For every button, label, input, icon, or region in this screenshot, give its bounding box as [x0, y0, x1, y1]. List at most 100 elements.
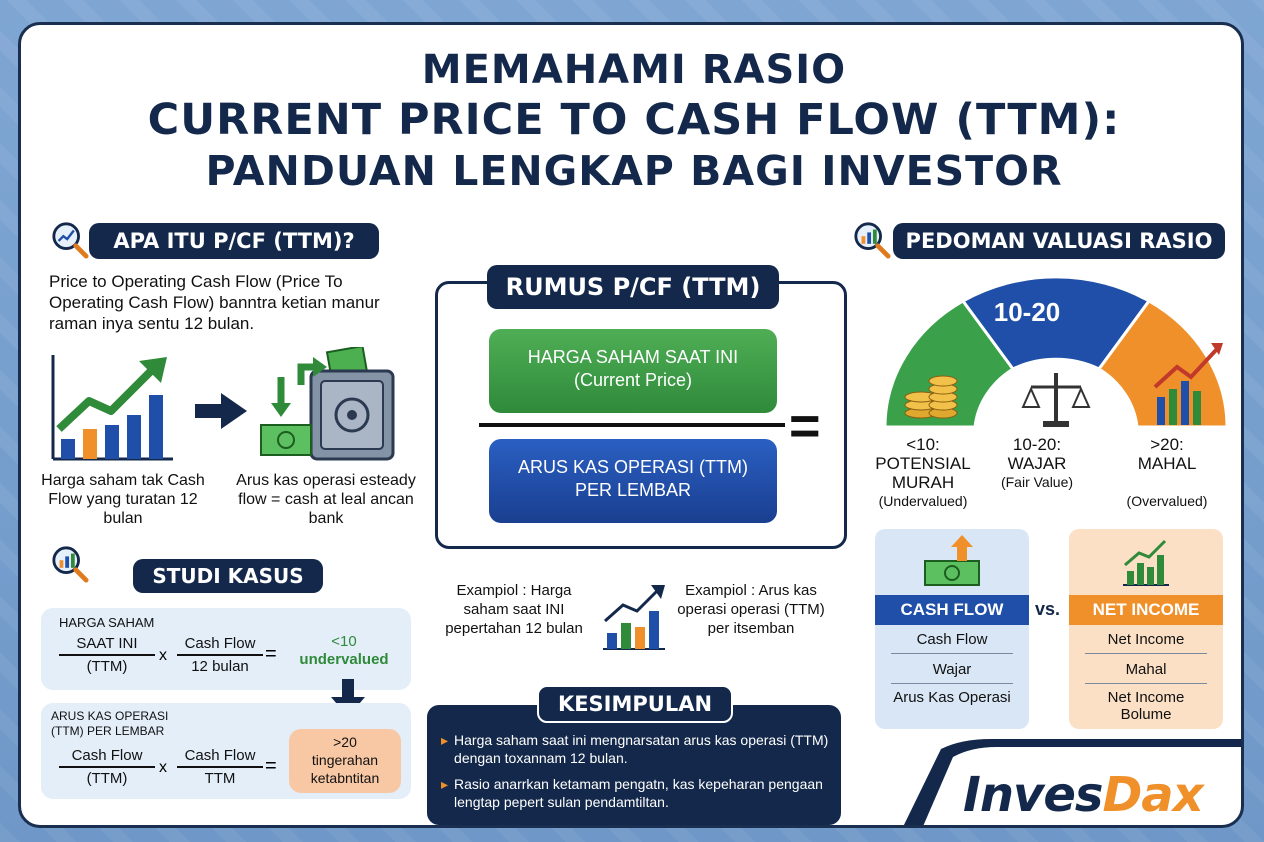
low-value: <10:	[906, 435, 940, 454]
low-sub: (Undervalued)	[878, 493, 968, 509]
apa-itu-heading: APA ITU P/CF (TTM)?	[89, 223, 379, 259]
low-label-1: POTENSIAL	[875, 454, 971, 473]
kesimpulan-panel	[427, 705, 841, 825]
coins-icon	[904, 375, 958, 419]
result-value: >20	[333, 734, 357, 750]
gauge-label-high: >20: MAHAL (Overvalued)	[1111, 435, 1223, 511]
equals-sign: =	[265, 755, 277, 777]
kesimpulan-heading: KESIMPULAN	[537, 685, 733, 723]
magnifier-bars-icon	[52, 546, 89, 583]
net-income-card: NET INCOME Net Income Mahal Net Income B…	[1069, 529, 1223, 729]
caption-harga-saham: Harga saham tak Cash Flow yang turatan 1…	[41, 472, 205, 527]
mid-value: 10-20:	[1012, 435, 1062, 454]
growth-bars-icon	[1153, 343, 1223, 425]
denominator-line-2: PER LEMBAR	[574, 480, 692, 500]
studi-box1-fraction: SAAT INI (TTM)	[59, 635, 155, 675]
magnifier-bars-icon	[854, 222, 891, 259]
result-label: undervalued	[299, 651, 389, 668]
valuation-gauge	[883, 277, 1229, 429]
kesimpulan-point: ▸ Harga saham saat ini mengnarsatan arus…	[441, 731, 831, 767]
gauge-label-mid: 10-20: WAJAR (Fair Value)	[987, 435, 1087, 492]
magnifier-chart-icon	[52, 222, 89, 259]
result-label-1: tingerahan	[311, 752, 379, 768]
title-line-1: MEMAHAMI RASIO	[421, 47, 847, 93]
fraction-line	[59, 654, 155, 656]
title-line-2: CURRENT PRICE TO CASH FLOW (TTM):	[147, 95, 1121, 145]
rumus-denominator: ARUS KAS OPERASI (TTM) PER LEMBAR	[489, 439, 777, 523]
low-label-2: MURAH	[891, 473, 955, 492]
fraction-numerator: Cash Flow	[184, 635, 256, 652]
title-line-3: PANDUAN LENGKAP BAGI INVESTOR	[205, 147, 1063, 195]
divider	[891, 683, 1013, 684]
example-left: Exampiol : Harga saham saat INI pepertah…	[445, 582, 583, 637]
box2-label-line-1: ARUS KAS OPERASI	[51, 709, 169, 723]
studi-box-1	[41, 608, 411, 690]
divider	[1085, 683, 1207, 684]
result-value: <10	[331, 633, 357, 650]
caption-arus-kas: Arus kas operasi esteady flow = cash at …	[236, 472, 416, 527]
pedoman-heading: PEDOMAN VALUASI RASIO	[893, 223, 1225, 259]
equals-sign: =	[265, 643, 277, 665]
net-income-item: Net Income Bolume	[1107, 689, 1185, 723]
gauge-blue-segment	[960, 277, 1152, 371]
growth-bars-icon	[1123, 539, 1169, 586]
denominator-line-1: ARUS KAS OPERASI (TTM)	[517, 457, 749, 477]
divider	[1085, 653, 1207, 654]
fraction-denominator: (TTM)	[86, 770, 128, 787]
studi-box2-fraction: Cash Flow (TTM)	[59, 747, 155, 787]
studi-result-1: <10 undervalued	[289, 633, 399, 669]
rumus-numerator: HARGA SAHAM SAAT INI (Current Price)	[489, 329, 777, 413]
high-sub: (Overvalued)	[1126, 493, 1208, 509]
cash-up-icon	[924, 535, 980, 586]
cash-flow-title: CASH FLOW	[875, 595, 1029, 625]
studi-box1-fraction-2: Cash Flow 12 bulan	[177, 635, 263, 675]
net-income-item: Net Income	[1107, 631, 1185, 648]
fraction-denominator: TTM	[204, 770, 236, 787]
bullet-icon: ▸	[441, 732, 449, 748]
cash-flow-item: Arus Kas Operasi	[893, 689, 1011, 706]
kesimpulan-point-text: Harga saham saat ini mengnarsatan arus k…	[454, 732, 829, 766]
arrow-right-icon	[195, 393, 247, 429]
fraction-numerator: SAAT INI	[76, 635, 138, 652]
brand-part-2: Dax	[1102, 767, 1203, 823]
net-income-item: Mahal	[1125, 661, 1167, 678]
times-sign: x	[159, 647, 167, 664]
result-label-2: ketabntitan	[310, 770, 380, 786]
brand-corner-shape	[903, 739, 1241, 825]
numerator-line-1: HARGA SAHAM SAAT INI	[527, 347, 739, 367]
fraction-line	[177, 654, 263, 656]
rumus-equals: =	[789, 396, 821, 456]
bar-growth-icon	[603, 585, 665, 650]
studi-result-2: >20 tingerahan ketabntitan	[289, 729, 401, 793]
rumus-heading: RUMUS P/CF (TTM)	[487, 265, 779, 309]
box2-label-line-2: (TTM) PER LEMBAR	[51, 724, 165, 738]
high-value: >20:	[1150, 435, 1184, 454]
numerator-line-2: (Current Price)	[573, 370, 693, 390]
fraction-denominator: 12 bulan	[191, 658, 249, 675]
studi-box2-label: ARUS KAS OPERASI (TTM) PER LEMBAR	[51, 709, 168, 739]
cash-flow-card: CASH FLOW Cash Flow Wajar Arus Kas Opera…	[875, 529, 1029, 729]
studi-kasus-heading: STUDI KASUS	[133, 559, 323, 593]
fraction-numerator: Cash Flow	[71, 747, 143, 764]
example-right: Exampiol : Arus kas operasi operasi (TTM…	[677, 582, 825, 637]
high-label: MAHAL	[1137, 454, 1197, 473]
studi-box2-fraction-2: Cash Flow TTM	[177, 747, 263, 787]
growth-chart-icon	[51, 355, 173, 461]
kesimpulan-list: ▸ Harga saham saat ini mengnarsatan arus…	[441, 731, 831, 811]
bullet-icon: ▸	[441, 776, 449, 792]
fraction-bar	[479, 423, 785, 427]
gauge-middle-label: 10-20	[993, 297, 1061, 327]
infographic-card: MEMAHAMI RASIO CURRENT PRICE TO CASH FLO…	[18, 22, 1244, 828]
balance-scale-icon	[1021, 373, 1091, 427]
fraction-denominator: (TTM)	[86, 658, 128, 675]
times-sign: x	[159, 759, 167, 776]
kesimpulan-point-text: Rasio anarrkan ketamam pengatn, kas kepe…	[454, 776, 823, 810]
fraction-numerator: Cash Flow	[184, 747, 256, 764]
fraction-line	[59, 766, 155, 768]
cash-flow-item: Cash Flow	[916, 631, 988, 648]
spacer	[1111, 473, 1223, 492]
fraction-line	[177, 766, 263, 768]
mid-sub: (Fair Value)	[1000, 474, 1074, 490]
apa-itu-description: Price to Operating Cash Flow (Price To O…	[49, 272, 380, 333]
brand-part-1: Inves	[963, 767, 1103, 823]
